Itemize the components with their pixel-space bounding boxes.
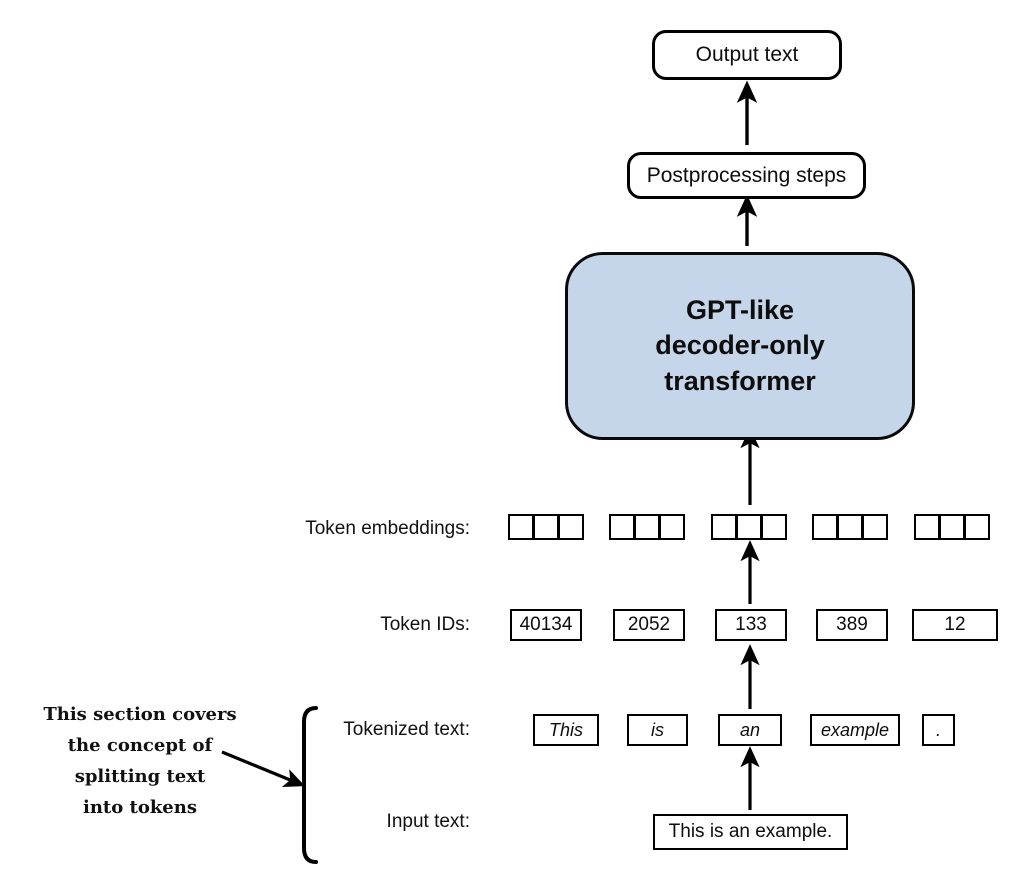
transformer-label-line3: transformer [664, 365, 816, 396]
token-id-box: 2052 [613, 609, 685, 641]
embedding-cell [609, 514, 635, 540]
input-text-value: This is an example. [668, 821, 833, 842]
transformer-label-line1: GPT-like [685, 294, 795, 325]
output-text-label: Output text [695, 43, 799, 66]
token-id-value: 2052 [627, 614, 671, 635]
token-id-value: 133 [735, 614, 767, 635]
postprocessing-label: Postprocessing steps [646, 163, 847, 187]
tokenized-text-value: This [548, 719, 583, 740]
postprocessing-box: Postprocessing steps [627, 152, 866, 199]
tokenized-text-box: example [810, 714, 900, 746]
transformer-label-block: GPT-like decoder-only transformer [655, 293, 825, 400]
tokenized-text-value: . [935, 719, 941, 740]
annotation-note: This section covers the concept of split… [30, 700, 250, 824]
token-id-box: 40134 [510, 609, 582, 641]
token-id-value: 389 [836, 614, 868, 635]
token-id-box: 389 [816, 609, 888, 641]
token-id-value: 40134 [519, 614, 573, 635]
token-id-box: 133 [715, 609, 787, 641]
tokenized-text-value: an [739, 719, 761, 740]
embedding-group [609, 514, 685, 540]
tokenized-text-value: example [820, 719, 890, 740]
tokenized-text-box: This [533, 714, 599, 746]
embedding-cell [736, 514, 762, 540]
row-label-token-ids: Token IDs: [380, 614, 470, 635]
annotation-line-2: the concept of [67, 734, 213, 756]
input-text-box: This is an example. [653, 814, 848, 850]
token-id-value: 12 [944, 614, 966, 635]
tokenized-text-box: is [627, 714, 688, 746]
embedding-cell [558, 514, 584, 540]
embedding-cell [761, 514, 787, 540]
tokenized-text-box: . [922, 714, 955, 746]
embedding-cell [862, 514, 888, 540]
embedding-group [914, 514, 990, 540]
annotation-line-3: splitting text [74, 765, 206, 787]
transformer-label-line2: decoder-only [655, 330, 825, 361]
token-id-box: 12 [912, 609, 998, 641]
embedding-group [812, 514, 888, 540]
row-label-tokenized-text: Tokenized text: [343, 719, 470, 740]
embedding-cell [634, 514, 660, 540]
embedding-cell [659, 514, 685, 540]
embedding-cell [964, 514, 990, 540]
row-label-token-embeddings: Token embeddings: [305, 518, 470, 539]
embedding-cell [812, 514, 838, 540]
transformer-box: GPT-like decoder-only transformer [565, 252, 915, 440]
embedding-cell [837, 514, 863, 540]
tokenized-text-value: is [651, 719, 664, 740]
annotation-line-4: into tokens [83, 796, 197, 818]
embedding-group [508, 514, 584, 540]
row-label-input-text: Input text: [386, 811, 470, 832]
output-text-box: Output text [652, 30, 842, 80]
annotation-line-1: This section covers [43, 704, 237, 725]
tokenized-text-box: an [718, 714, 782, 746]
embedding-group [711, 514, 787, 540]
embedding-cell [914, 514, 940, 540]
embedding-cell [711, 514, 737, 540]
embedding-cell [533, 514, 559, 540]
embedding-cell [508, 514, 534, 540]
embedding-cell [939, 514, 965, 540]
